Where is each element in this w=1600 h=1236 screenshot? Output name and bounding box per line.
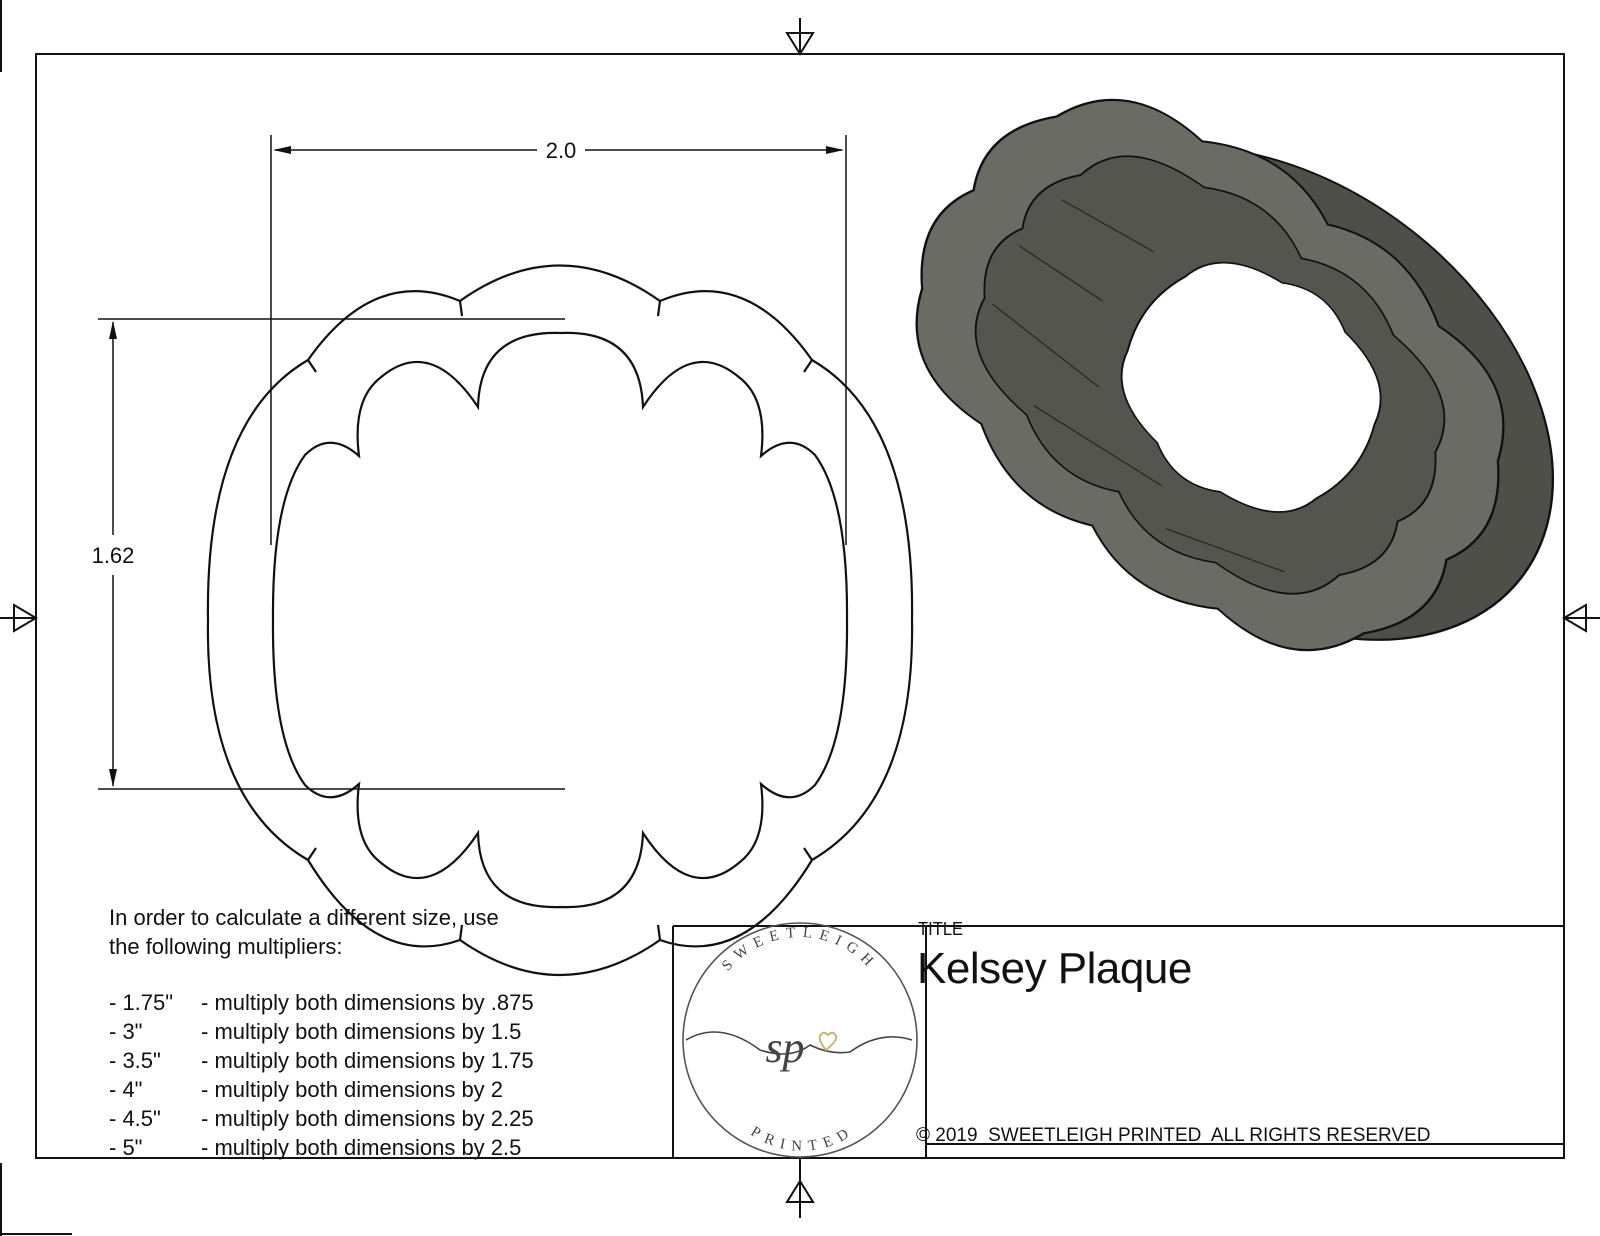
copyright-notice: © 2019 SWEETLEIGH PRINTED ALL RIGHTS RES… bbox=[916, 1125, 1431, 1146]
outer-outline bbox=[206, 264, 914, 977]
multiplier-size: - 4" bbox=[109, 1077, 143, 1102]
center-mark-left-icon bbox=[0, 603, 38, 633]
multiplier-row: - 1.75" - multiply both dimensions by .87… bbox=[109, 988, 534, 1017]
plaque-outline-2d bbox=[206, 264, 914, 977]
logo-monogram: sp bbox=[765, 1023, 804, 1072]
multiplier-size: - 3" bbox=[109, 1019, 143, 1044]
model-opening bbox=[1120, 261, 1382, 513]
logo-flourish bbox=[685, 1031, 913, 1055]
title-label: TITLE bbox=[918, 919, 964, 939]
multiplier-size: - 4.5" bbox=[109, 1106, 161, 1131]
multiplier-size: - 1.75" bbox=[109, 990, 174, 1015]
center-mark-right-icon bbox=[1562, 603, 1600, 633]
multiplier-text: - multiply both dimensions by 2.25 bbox=[201, 1106, 534, 1131]
multiplier-size: - 3.5" bbox=[109, 1048, 161, 1073]
multiplier-text: - multiply both dimensions by 2 bbox=[201, 1077, 504, 1102]
multiplier-row: - 4.5" - multiply both dimensions by 2.25 bbox=[109, 1104, 534, 1133]
width-dimension bbox=[270, 135, 847, 545]
notes-intro-line-2: the following multipliers: bbox=[109, 934, 343, 959]
multiplier-row: - 4" - multiply both dimensions by 2 bbox=[109, 1075, 534, 1104]
sweetleigh-logo: SWEETLEIGH PRINTED sp bbox=[682, 922, 918, 1158]
title-block bbox=[672, 925, 1564, 1158]
multiplier-row: - 3" - multiply both dimensions by 1.5 bbox=[109, 1017, 534, 1046]
height-dimension-label: 1.62 bbox=[92, 543, 135, 568]
drawing-title: Kelsey Plaque bbox=[917, 944, 1192, 993]
plaque-3d-model bbox=[915, 98, 1555, 652]
sheet-crop-marks bbox=[0, 0, 72, 1236]
center-mark-bottom-icon bbox=[785, 1158, 815, 1218]
multiplier-text: - multiply both dimensions by .875 bbox=[201, 990, 534, 1015]
inner-outline bbox=[271, 331, 849, 909]
notes-intro-line-1: In order to calculate a different size, … bbox=[109, 905, 499, 930]
multiplier-text: - multiply both dimensions by 1.5 bbox=[201, 1019, 522, 1044]
center-mark-top-icon bbox=[785, 18, 815, 56]
height-dimension bbox=[98, 318, 565, 790]
multiplier-text: - multiply both dimensions by 1.75 bbox=[201, 1048, 534, 1073]
heart-icon bbox=[818, 1031, 838, 1052]
multiplier-size: - 5" bbox=[109, 1135, 143, 1160]
outer-notch-ticks bbox=[307, 300, 813, 941]
multiplier-text: - multiply both dimensions by 2.5 bbox=[201, 1135, 522, 1160]
multiplier-row: - 3.5" - multiply both dimensions by 1.75 bbox=[109, 1046, 534, 1075]
size-multiplier-notes: In order to calculate a different size, … bbox=[109, 903, 534, 1162]
width-dimension-label: 2.0 bbox=[546, 138, 577, 163]
multiplier-row: - 5" - multiply both dimensions by 2.5 bbox=[109, 1133, 534, 1162]
